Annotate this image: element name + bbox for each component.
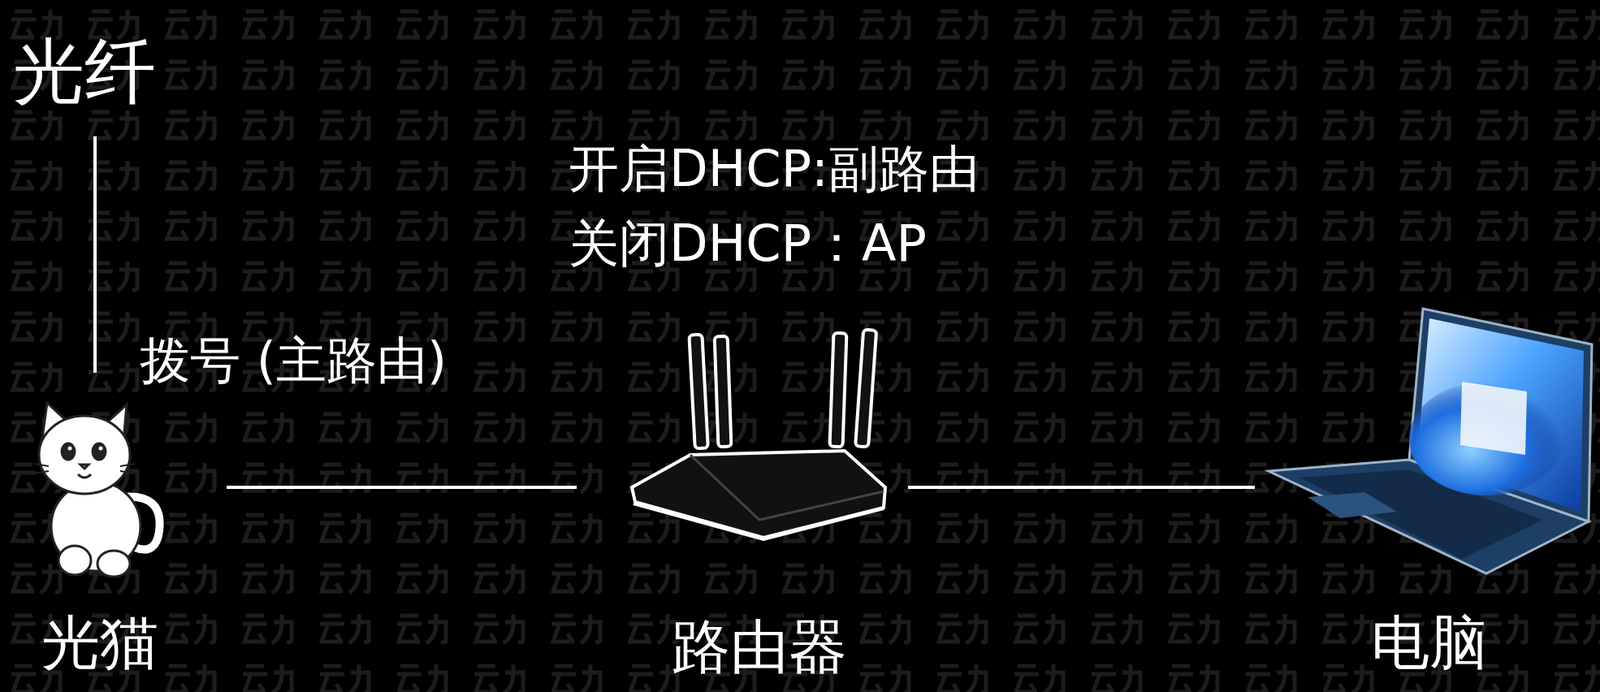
device-node: 路由器 (625, 324, 894, 683)
device-node: 光纤 (8, 27, 171, 117)
cat-illustration (34, 402, 160, 577)
node-label: 电脑 (1370, 610, 1488, 675)
node-label: 路由器 (671, 614, 848, 679)
annotation-text: 开启DHCP:副路由 (568, 141, 980, 197)
device-node: 光猫 (24, 397, 175, 679)
connection-line (908, 485, 1255, 489)
annotation-text: 关闭DHCP：AP (568, 216, 927, 272)
annotation-text: 拨号 (主路由) (139, 332, 447, 389)
connection-line (226, 485, 577, 489)
router-illustration (631, 329, 886, 540)
laptop-illustration (1268, 308, 1592, 574)
node-label: 光猫 (41, 610, 159, 675)
device-node: 电脑 (1267, 300, 1592, 679)
node-label: 光纤 (12, 32, 156, 112)
connection-line (93, 136, 97, 373)
